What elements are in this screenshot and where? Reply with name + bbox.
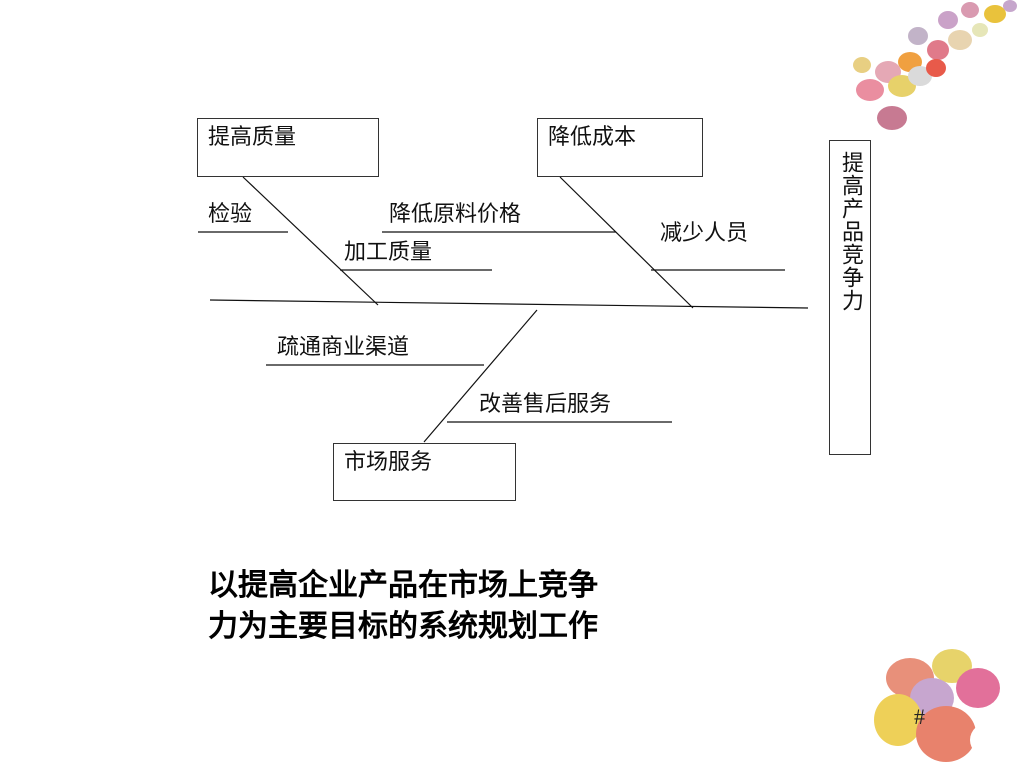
factor-after-sales: 改善售后服务 <box>479 392 612 417</box>
slide-caption: 以提高企业产品在市场上竞争 力为主要目标的系统规划工作 <box>208 565 598 647</box>
service-bone <box>423 309 538 443</box>
service-box-label: 市场服务 <box>344 450 433 475</box>
goal-box-label: 提高产品竞争力 <box>838 151 863 312</box>
factor-raw-material: 降低原料价格 <box>389 202 522 227</box>
goal-box: 提高产品竞争力 <box>829 140 871 455</box>
factor-staff: 减少人员 <box>660 221 749 246</box>
quality-bone <box>242 176 379 306</box>
quality-box-label: 提高质量 <box>208 125 297 150</box>
candy-eggs-top-right-image <box>840 0 1024 150</box>
quality-box: 提高质量 <box>197 118 379 177</box>
factor-inspection: 检验 <box>208 202 253 227</box>
cost-box-label: 降低成本 <box>548 125 637 150</box>
candy-eggs-bottom-right-image <box>860 640 1024 768</box>
slide-number: # <box>914 704 925 729</box>
service-box: 市场服务 <box>333 443 516 501</box>
caption-line-2: 力为主要目标的系统规划工作 <box>208 609 598 644</box>
factor-processing: 加工质量 <box>344 240 433 265</box>
caption-line-1: 以提高企业产品在市场上竞争 <box>208 568 598 603</box>
factor-channels: 疏通商业渠道 <box>277 335 410 360</box>
spine-line <box>209 299 809 309</box>
cost-box: 降低成本 <box>537 118 703 177</box>
cost-bone <box>559 176 694 309</box>
